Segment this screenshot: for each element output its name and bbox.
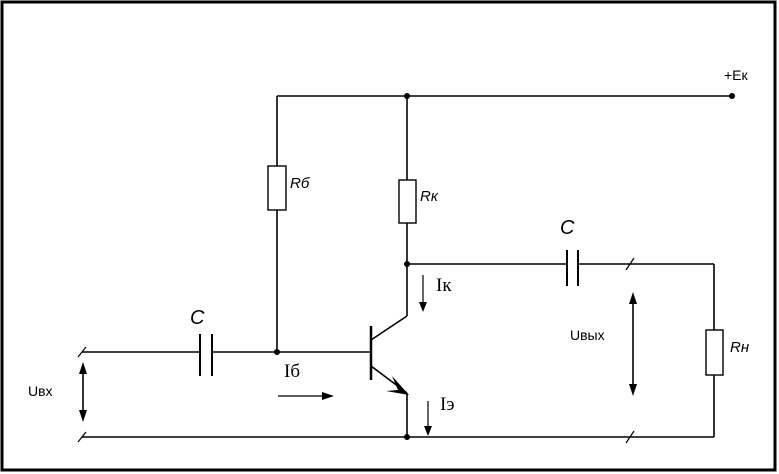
base-current: Iб — [278, 361, 334, 400]
emitter-current: Iэ — [424, 394, 454, 436]
output-line: C — [404, 217, 714, 286]
collector-current-label: Iк — [436, 275, 452, 296]
output-terminal-tick — [625, 430, 635, 444]
junction-dot — [404, 434, 410, 440]
input-capacitor-label: C — [190, 307, 205, 329]
supply-rail: +Eк — [277, 67, 749, 99]
base-resistor-label: Rб — [290, 175, 310, 192]
base-current-label: Iб — [284, 361, 300, 382]
collector-resistor: Rк — [398, 96, 439, 316]
supply-label: +Eк — [724, 67, 749, 83]
collector-resistor-label: Rк — [420, 188, 439, 205]
transistor-collector — [370, 315, 408, 341]
input-voltage-label: Uвх — [28, 383, 53, 399]
output-voltage: Uвых — [570, 292, 637, 396]
emitter-arrow-icon — [386, 376, 409, 395]
supply-terminal — [729, 93, 735, 99]
input-voltage: Uвх — [28, 362, 87, 422]
base-resistor: Rб — [267, 96, 310, 352]
junction-dot — [274, 349, 280, 355]
output-capacitor-label: C — [560, 217, 575, 239]
load-resistor-label: Rн — [730, 339, 749, 356]
output-voltage-label: Uвых — [570, 327, 605, 343]
load-resistor: Rн — [705, 264, 749, 437]
collector-current: Iк — [419, 275, 452, 312]
output-terminal-tick — [625, 257, 635, 271]
common-rail — [77, 430, 714, 444]
emitter-current-label: Iэ — [440, 394, 454, 415]
input-line: C — [77, 307, 370, 376]
npn-transistor — [369, 315, 409, 437]
